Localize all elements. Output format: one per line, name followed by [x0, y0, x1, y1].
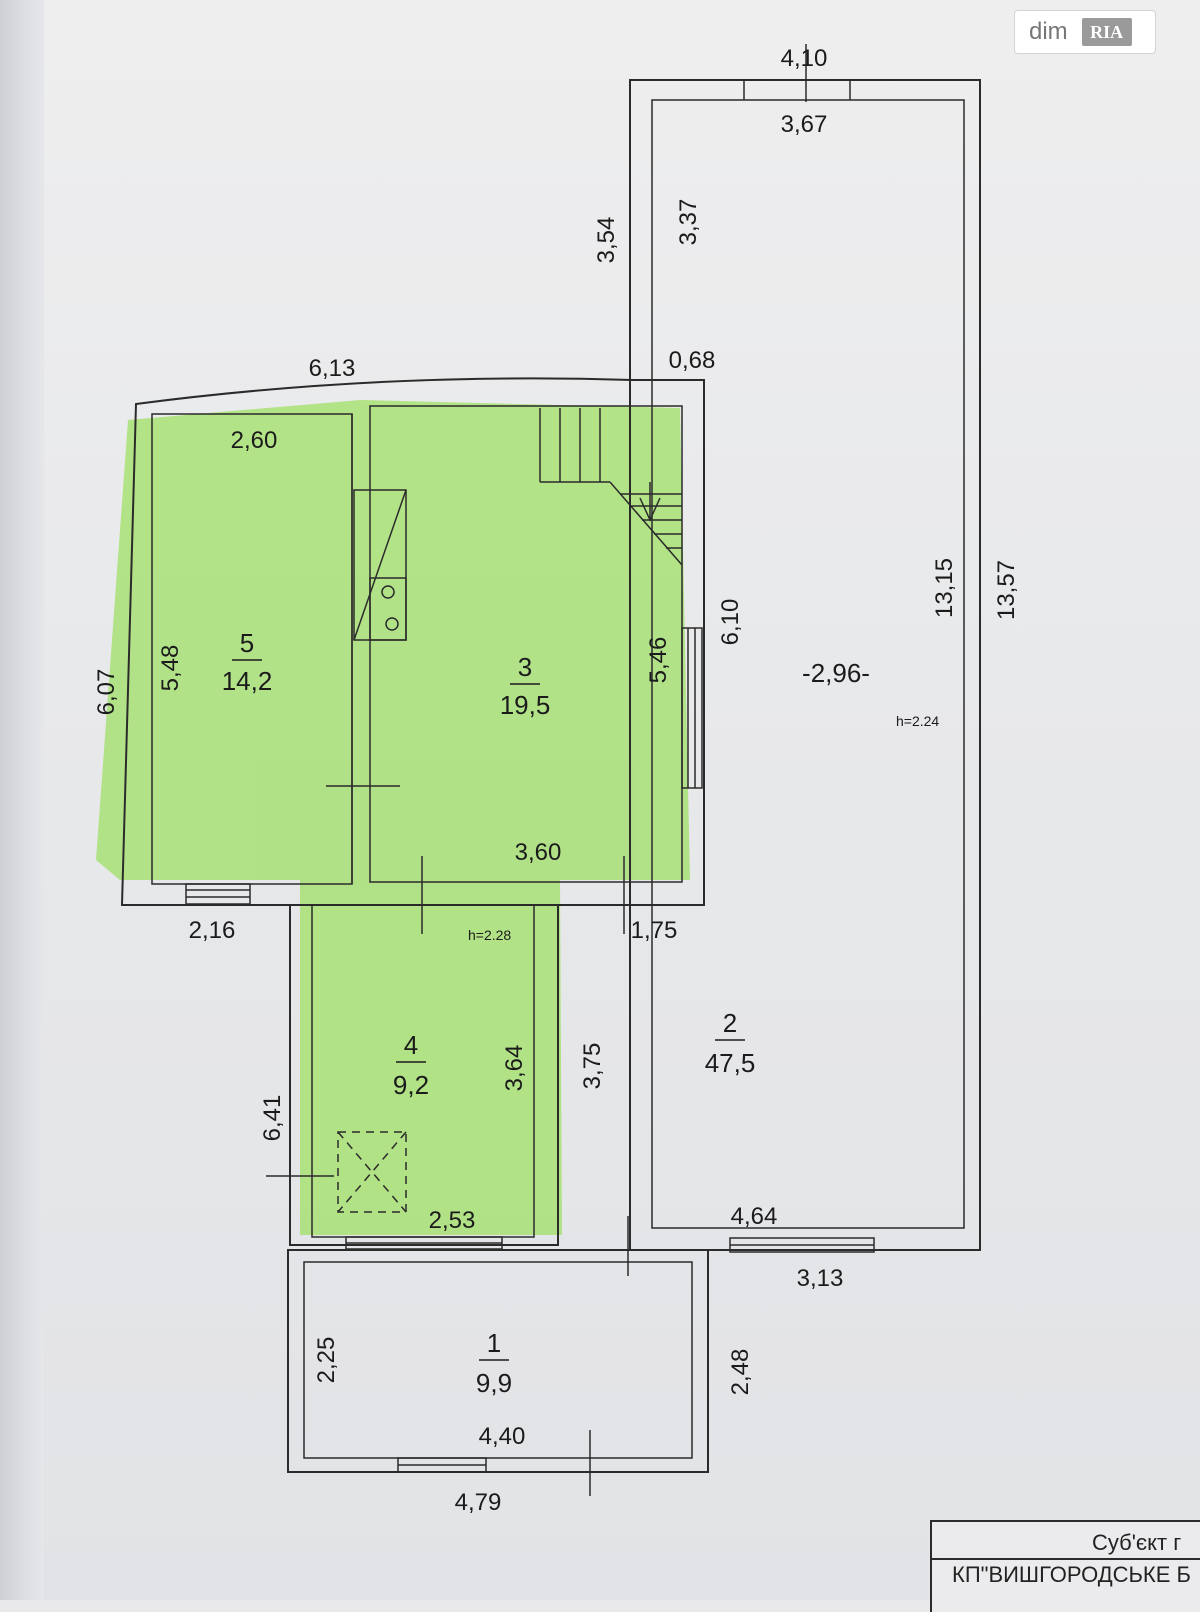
dim-4-64: 4,64 — [731, 1203, 778, 1230]
dim-6-07: 6,07 — [93, 669, 120, 716]
watermark-brand: dim — [1029, 18, 1068, 45]
garage-walls — [629, 79, 981, 1251]
dim-2-53: 2,53 — [429, 1207, 476, 1234]
floor-hatch — [337, 1131, 407, 1213]
room1-area: 9,9 — [476, 1368, 512, 1398]
dim-5-46: 5,46 — [645, 637, 672, 684]
room2-area: 47,5 — [705, 1048, 756, 1078]
dim-4-10: 4,10 — [781, 45, 828, 72]
room-labels: 5 14,2 3 19,5 4 9,2 2 47,5 1 9,9 -2,96- … — [222, 628, 940, 1398]
dim-6-13: 6,13 — [309, 355, 356, 382]
dim-3-37: 3,37 — [675, 199, 702, 246]
room2-number: 2 — [723, 1008, 737, 1038]
dim-2-60: 2,60 — [231, 427, 278, 454]
dim-2-25: 2,25 — [313, 1337, 340, 1384]
dim-3-13: 3,13 — [797, 1265, 844, 1292]
dim-4-79: 4,79 — [455, 1489, 502, 1516]
dimria-watermark[interactable]: dim RIA — [1014, 10, 1156, 54]
room1-number: 1 — [487, 1328, 501, 1358]
title-block-stamp: Суб'єкт г КП"ВИШГОРОДСЬКЕ Б — [930, 1520, 1200, 1612]
stamp-rule — [932, 1558, 1200, 1560]
staircase — [539, 408, 683, 566]
dim-3-54: 3,54 — [593, 217, 620, 264]
room4-number: 4 — [404, 1030, 418, 1060]
room3-number: 3 — [518, 652, 532, 682]
room4-walls — [266, 904, 559, 1250]
room2-center-label: -2,96- — [802, 658, 870, 688]
dim-3-67: 3,67 — [781, 111, 828, 138]
dim-2-16: 2,16 — [189, 917, 236, 944]
dim-3-60: 3,60 — [515, 839, 562, 866]
west-block-outer-wall — [120, 377, 705, 906]
height-room4: h=2.28 — [468, 927, 511, 943]
stamp-line-2: КП"ВИШГОРОДСЬКЕ Б — [952, 1562, 1191, 1587]
openings — [185, 44, 851, 934]
room5-number: 5 — [240, 628, 254, 658]
dim-13-15: 13,15 — [931, 558, 958, 618]
room1-inner-wall — [303, 1261, 693, 1459]
garage-outer-wall — [629, 79, 981, 1251]
dim-3-64: 3,64 — [501, 1045, 528, 1092]
horizontal-dimensions: 4,10 3,67 0,68 6,13 2,60 3,60 2,16 1,75 … — [189, 45, 844, 1516]
dim-13-57: 13,57 — [993, 560, 1020, 620]
dim-6-41: 6,41 — [259, 1095, 286, 1142]
garage-inner-wall — [651, 99, 965, 1229]
dim-0-68: 0,68 — [669, 347, 716, 374]
height-main: h=2.24 — [896, 713, 939, 729]
stove-chimney — [353, 489, 407, 641]
room5-area: 14,2 — [222, 666, 273, 696]
room1-walls — [287, 1216, 875, 1496]
dim-2-48: 2,48 — [727, 1349, 754, 1396]
room1-openings — [397, 1216, 875, 1496]
room3-area: 19,5 — [500, 690, 551, 720]
dim-6-10: 6,10 — [717, 599, 744, 646]
dim-5-48: 5,48 — [157, 645, 184, 692]
room1-outer-wall — [287, 1249, 709, 1473]
stamp-line-1: Суб'єкт г — [1092, 1530, 1182, 1555]
dim-1-75: 1,75 — [631, 917, 678, 944]
paper-edge — [0, 0, 44, 1600]
room4-area: 9,2 — [393, 1070, 429, 1100]
dim-4-40: 4,40 — [479, 1423, 526, 1450]
vertical-dimensions: 3,54 3,37 6,07 5,48 5,46 6,10 13,15 13,5… — [93, 199, 1020, 1396]
dim-3-75: 3,75 — [579, 1043, 606, 1090]
watermark-badge: RIA — [1081, 18, 1132, 46]
